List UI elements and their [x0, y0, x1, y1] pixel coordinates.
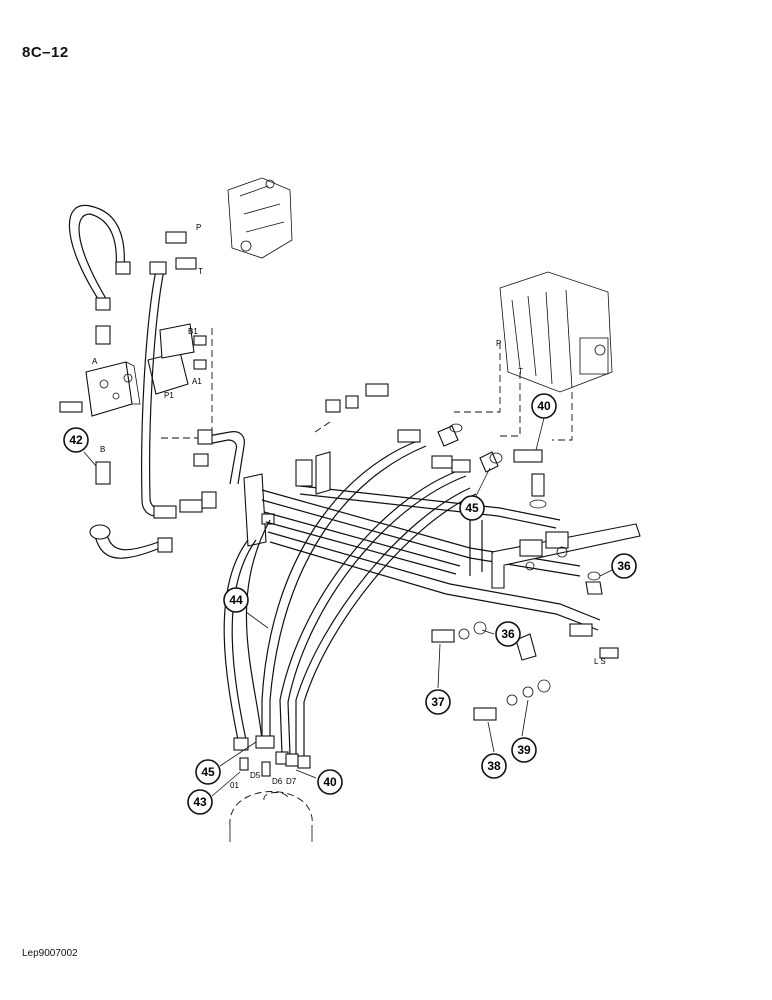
port-label-d6: D6: [272, 777, 283, 786]
top-control-valve: [227, 177, 293, 259]
drawing-code: Lep9007002: [22, 948, 78, 959]
pressure-hose: [141, 269, 157, 517]
port-label-b: B: [100, 445, 105, 454]
leader-lines: [83, 417, 613, 797]
port-label-a1: A1: [192, 377, 202, 386]
callout-40-top: 40: [531, 393, 557, 419]
svg-text:45: 45: [465, 501, 479, 515]
relief-valve-block: [59, 325, 141, 485]
svg-text:40: 40: [323, 775, 337, 789]
svg-text:38: 38: [487, 759, 501, 773]
flexible-hoses: [223, 439, 477, 756]
callout-38: 38: [481, 753, 507, 779]
callout-36-middle: 36: [495, 621, 521, 647]
callout-45-right: 45: [459, 495, 485, 521]
loop-hose: [68, 204, 125, 303]
svg-text:36: 36: [617, 559, 631, 573]
port-label-a: A: [92, 357, 98, 366]
port-label-t-right: T: [518, 367, 523, 376]
svg-text:40: 40: [537, 399, 551, 413]
right-bracket: [491, 523, 641, 589]
bottom-fittings: [233, 735, 311, 777]
steel-pipe-bundle: [261, 485, 601, 631]
distribution-block: [147, 323, 207, 395]
tank-outline: [229, 791, 313, 842]
svg-text:36: 36: [501, 627, 515, 641]
left-bracket: [243, 473, 275, 547]
port-label-p-top: P: [196, 223, 201, 232]
svg-text:45: 45: [201, 765, 215, 779]
callout-39: 39: [511, 737, 537, 763]
callout-45-bottom: 45: [195, 759, 221, 785]
callout-40-bottom: 40: [317, 769, 343, 795]
loop-hose-end-fitting: [95, 297, 111, 311]
port-label-t-top: T: [198, 267, 203, 276]
callout-44: 44: [223, 587, 249, 613]
svg-text:42: 42: [69, 433, 83, 447]
callout-43: 43: [187, 789, 213, 815]
svg-text:43: 43: [193, 795, 207, 809]
port-label-d7: D7: [286, 777, 297, 786]
middle-pipe-clamp: [295, 451, 331, 495]
callout-36-right: 36: [611, 553, 637, 579]
port-label-b1: B1: [188, 327, 198, 336]
svg-text:44: 44: [229, 593, 243, 607]
loop-hose-fitting: [115, 261, 131, 275]
page-title: 8C–12: [22, 44, 69, 61]
port-label-ls: L S: [594, 657, 606, 666]
port-label-d1: 01: [230, 781, 239, 790]
callout-42: 42: [63, 427, 89, 453]
port-label-p-right: P: [496, 339, 501, 348]
svg-text:39: 39: [517, 743, 531, 757]
port-label-d5: D5: [250, 771, 261, 780]
main-valve-bank: [499, 271, 613, 393]
callout-37: 37: [425, 689, 451, 715]
ls-fitting: [569, 623, 593, 637]
port-label-p1: P1: [164, 391, 174, 400]
svg-text:37: 37: [431, 695, 445, 709]
